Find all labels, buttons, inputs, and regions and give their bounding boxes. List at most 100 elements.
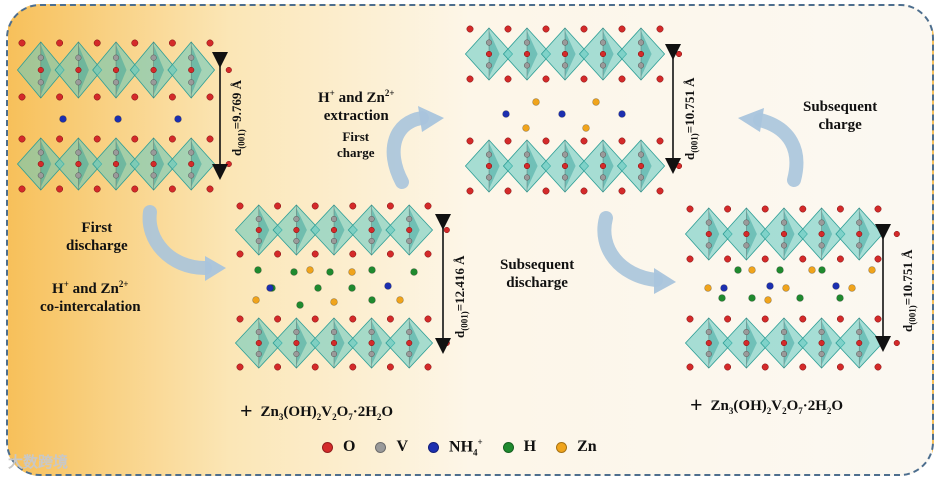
vanadium-atom — [599, 174, 607, 181]
vanadium-atom — [705, 328, 712, 336]
oxygen-atom — [705, 230, 712, 238]
vanadium-atom — [743, 328, 750, 336]
oxygen-atom — [504, 187, 512, 195]
vanadium-atom — [293, 215, 300, 223]
vanadium-atom — [112, 54, 120, 61]
oxygen-atom — [485, 50, 493, 58]
vanadate-layer — [464, 25, 683, 83]
oxygen-atom — [580, 25, 588, 33]
oxygen-atom — [236, 202, 244, 210]
oxygen-atom — [485, 162, 493, 170]
oxygen-atom — [599, 50, 607, 58]
oxygen-atom — [424, 250, 432, 258]
oxygen-atom — [56, 39, 64, 47]
oxygen-atom — [424, 202, 432, 210]
oxygen-atom — [75, 160, 82, 168]
oxygen-atom — [874, 205, 882, 213]
ammonium-ion — [384, 282, 392, 290]
vanadium-atom — [705, 350, 712, 358]
atom-legend: O V NH4+ H Zn — [322, 437, 617, 458]
vanadium-atom — [561, 174, 569, 181]
vanadium-atom — [485, 39, 493, 46]
vanadium-atom — [112, 172, 120, 179]
vanadium-atom — [37, 79, 44, 86]
oxygen-atom — [93, 39, 101, 47]
oxygen-atom — [724, 255, 732, 263]
co-intercalation-label: H+ and Zn2+ co-intercalation — [40, 275, 141, 316]
d-spacing-label-2: d(001)=12.416 Å — [452, 255, 470, 338]
oxygen-atom — [225, 66, 232, 74]
oxygen-atom — [386, 202, 394, 210]
oxygen-atom — [112, 160, 120, 168]
vanadium-atom — [856, 219, 863, 226]
oxygen-atom — [580, 75, 588, 83]
oxygen-atom — [330, 226, 338, 234]
vanadium-atom — [330, 215, 338, 223]
oxygen-atom — [504, 137, 512, 145]
vanadium-atom — [637, 62, 645, 69]
oxygen-atom — [856, 339, 863, 347]
oxygen-atom — [386, 250, 394, 258]
vanadium-atom — [705, 242, 712, 249]
oxygen-atom — [599, 162, 607, 170]
oxygen-atom — [580, 137, 588, 145]
spacing-indicators — [212, 44, 891, 354]
oxygen-atom — [443, 339, 450, 347]
oxygen-atom — [274, 202, 282, 210]
oxygen-atom — [406, 339, 413, 347]
oxygen-atom — [255, 226, 262, 234]
oxygen-atom — [705, 339, 712, 347]
vanadium-atom — [188, 149, 195, 156]
oxygen-atom — [293, 339, 300, 347]
oxygen-atom — [168, 93, 176, 101]
oxygen-atom — [656, 137, 664, 145]
vanadium-atom — [255, 237, 262, 245]
oxygen-atom — [780, 230, 788, 238]
co-intercalation-text-2: co-intercalation — [40, 299, 141, 315]
proton-ion — [776, 266, 784, 274]
vanadium-atom — [75, 149, 82, 156]
oxygen-atom — [618, 187, 626, 195]
vanadate-layer — [684, 315, 900, 371]
zinc-ion — [748, 266, 756, 274]
vanadate-layer — [16, 39, 232, 101]
vanadium-atom — [485, 151, 493, 158]
process-arrow-head — [738, 108, 764, 132]
zinc-ion — [252, 296, 260, 304]
vanadium-atom — [75, 172, 82, 179]
proton-ion — [326, 268, 334, 276]
oxygen-atom — [799, 255, 807, 263]
oxygen-atom — [368, 339, 375, 347]
zinc-ion — [868, 266, 876, 274]
vanadium-atom — [188, 79, 195, 86]
oxygen-atom — [836, 363, 844, 371]
process-arrow-head — [418, 106, 444, 132]
vanadium-atom — [743, 219, 750, 226]
oxygen-atom — [504, 75, 512, 83]
proton-ion — [748, 294, 756, 302]
proton-ion — [818, 266, 826, 274]
zinc-ion — [848, 284, 856, 292]
vanadium-atom — [523, 151, 531, 158]
vanadium-atom — [406, 350, 413, 358]
proton-ion — [368, 296, 376, 304]
oxygen-atom — [37, 66, 44, 74]
legend-dot-zn — [556, 441, 568, 453]
oxygen-atom — [18, 93, 26, 101]
vanadium-atom — [255, 350, 262, 358]
zinc-ion — [592, 98, 600, 106]
oxygen-atom — [836, 205, 844, 213]
zinc-ion — [782, 284, 790, 292]
oxygen-atom — [761, 255, 769, 263]
oxygen-atom — [150, 160, 157, 168]
oxygen-atom — [443, 226, 450, 234]
ammonium-ion — [766, 282, 774, 290]
process-arrow-body — [753, 113, 804, 187]
process-arrow-head — [654, 268, 676, 294]
vanadium-atom — [561, 39, 569, 46]
zinc-ion — [582, 124, 590, 132]
vanadium-atom — [637, 39, 645, 46]
oxygen-atom — [274, 315, 282, 323]
oxygen-atom — [311, 315, 319, 323]
oxygen-atom — [856, 230, 863, 238]
